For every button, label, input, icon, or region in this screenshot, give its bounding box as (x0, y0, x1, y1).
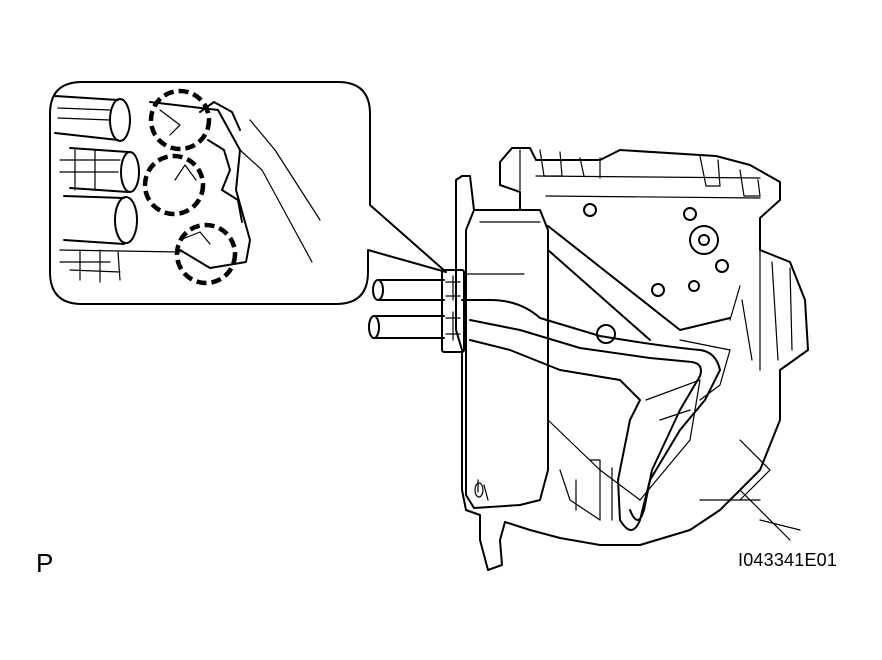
bolt (651, 283, 665, 297)
callout-pipes (54, 95, 181, 283)
clip-marker-upper-icon (148, 88, 212, 152)
detail-callout (49, 81, 447, 305)
bolt (583, 203, 597, 217)
figure-code-label: I043341E01 (738, 550, 838, 570)
bolt (698, 234, 710, 246)
callout-frame (49, 81, 447, 305)
bolt (683, 207, 697, 221)
heater-unit (368, 147, 809, 571)
unit-housing (455, 147, 809, 571)
clip-marker-middle-icon (142, 153, 206, 217)
bolt (688, 280, 700, 292)
heater-core-box (465, 209, 549, 509)
view-letter-label: P (36, 548, 54, 578)
bolt (689, 225, 719, 255)
inlet-pipes (368, 279, 445, 339)
water-pipe-lower (469, 319, 702, 521)
water-pipe-upper (461, 299, 721, 531)
bolt (715, 259, 729, 273)
clip-marker-lower-icon (174, 222, 238, 286)
pipe-clamp (441, 269, 525, 353)
bolt (596, 324, 616, 344)
